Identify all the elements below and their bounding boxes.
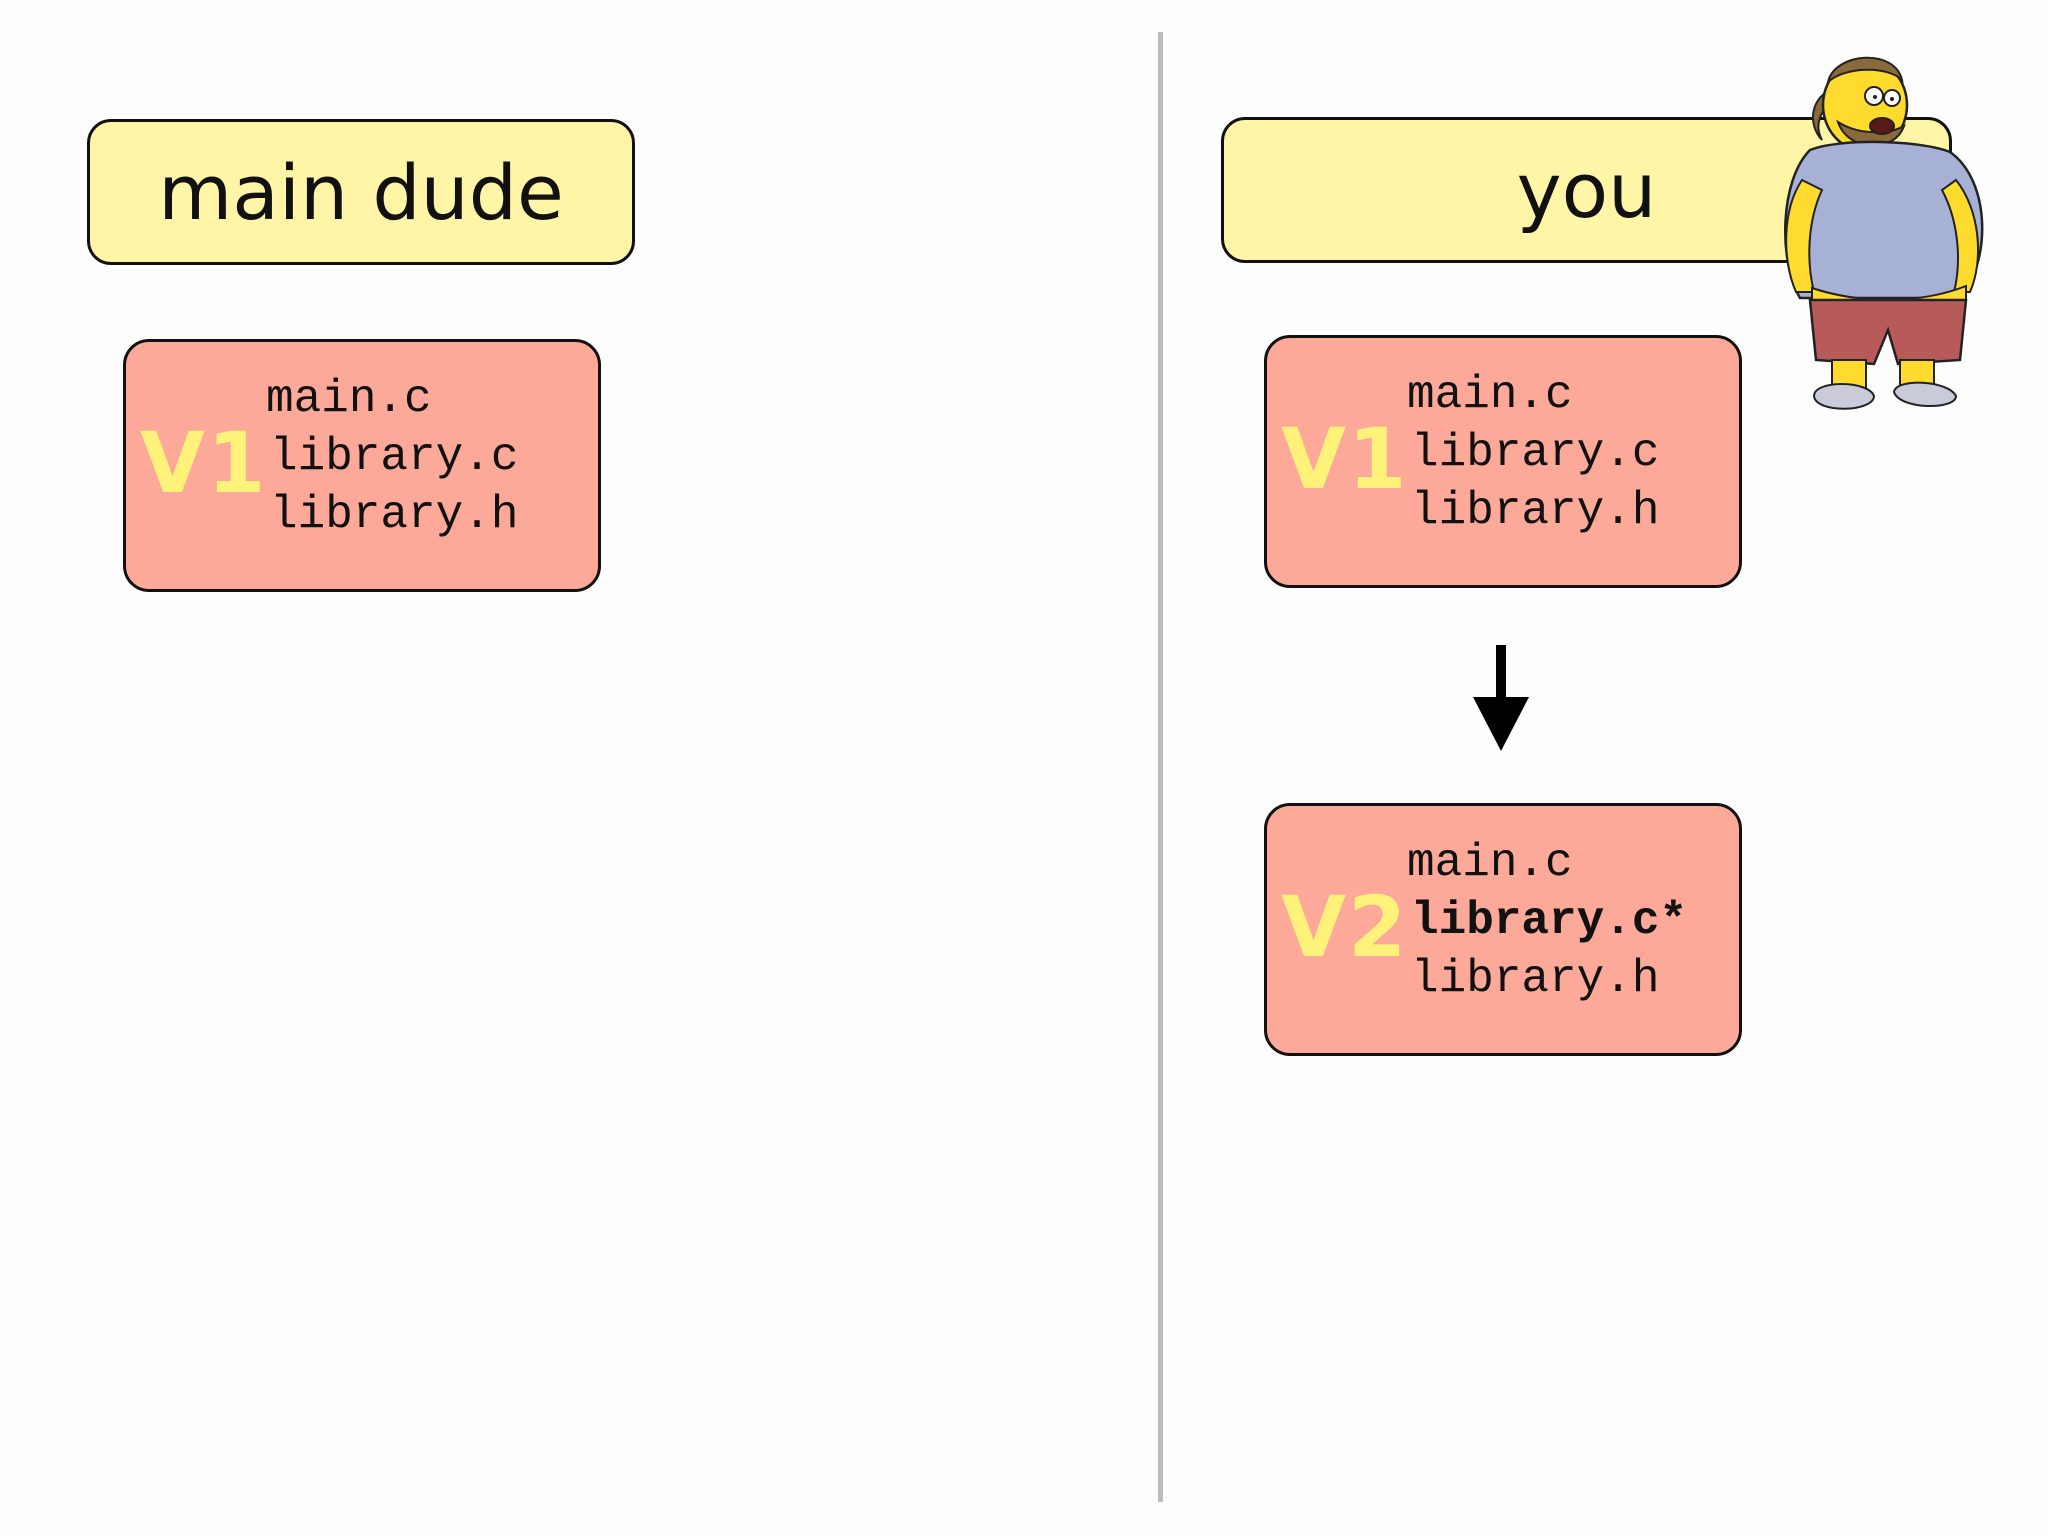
- column-divider: [1158, 32, 1163, 1502]
- you-version-v2-box: V2 main.c library.c* library.h: [1264, 803, 1742, 1056]
- file-list: main.c library.c* library.h: [1407, 834, 1687, 1008]
- version-tag: V1: [140, 414, 268, 512]
- version-tag: V1: [1281, 410, 1409, 508]
- main-dude-label: main dude: [87, 119, 635, 265]
- modified-file-name: library.c*: [1411, 895, 1688, 947]
- main-dude-label-text: main dude: [158, 147, 564, 237]
- version-tag: V2: [1281, 878, 1409, 976]
- file-name: main.c: [266, 373, 432, 425]
- main-dude-version-box: V1 main.c library.c library.h: [123, 339, 601, 592]
- file-name: library.c: [1411, 427, 1660, 479]
- file-name: library.c: [270, 431, 519, 483]
- comic-book-guy-image: [1784, 56, 1984, 410]
- file-name: library.h: [1411, 953, 1660, 1005]
- file-name: library.h: [270, 489, 519, 541]
- you-version-v1-box: V1 main.c library.c library.h: [1264, 335, 1742, 588]
- down-arrow-icon: [1473, 645, 1529, 751]
- file-list: main.c library.c library.h: [1407, 366, 1659, 540]
- file-name: library.h: [1411, 485, 1660, 537]
- file-list: main.c library.c library.h: [266, 370, 518, 544]
- file-name: main.c: [1407, 837, 1573, 889]
- file-name: main.c: [1407, 369, 1573, 421]
- you-label-text: you: [1516, 145, 1657, 235]
